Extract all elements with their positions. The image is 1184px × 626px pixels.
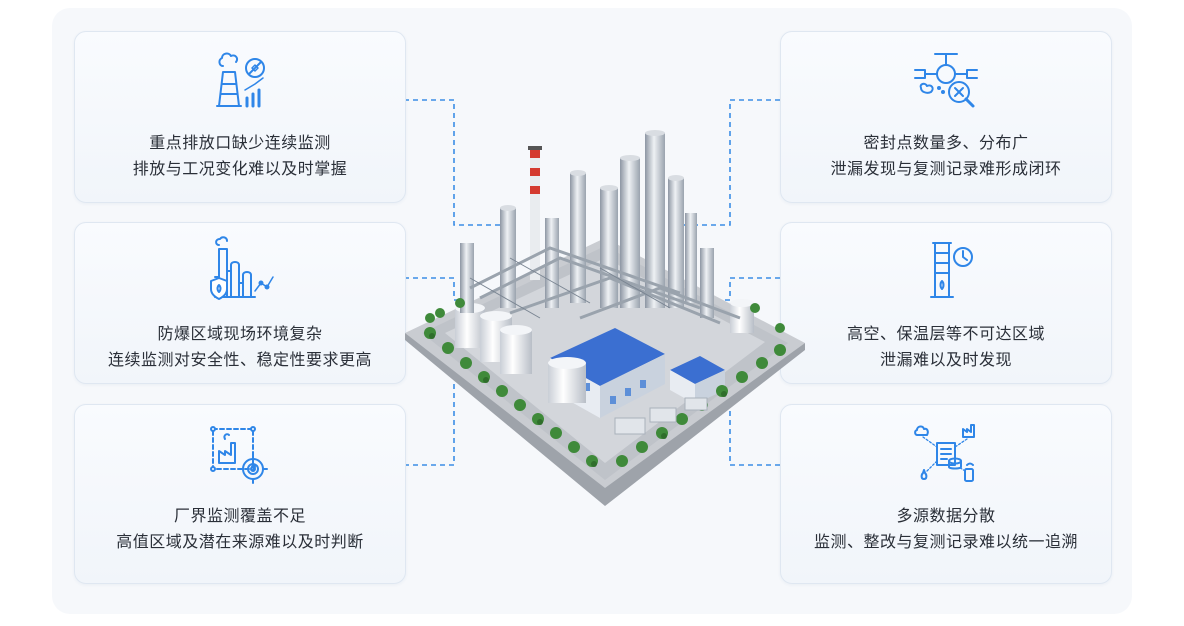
card-line-1: 防爆区域现场环境复杂 — [157, 324, 323, 343]
explosion-proof-plant-icon — [205, 235, 275, 305]
card-line-1: 重点排放口缺少连续监测 — [149, 133, 331, 152]
challenge-card-unreachable: 高空、保温层等不可达区域 泄漏难以及时发现 — [780, 222, 1112, 384]
card-line-2: 泄漏难以及时发现 — [879, 350, 1012, 369]
card-line-1: 厂界监测覆盖不足 — [173, 506, 306, 525]
challenge-card-explosion-proof: 防爆区域现场环境复杂 连续监测对安全性、稳定性要求更高 — [74, 222, 406, 384]
factory-boundary-target-icon — [205, 417, 275, 487]
chimney-emission-icon — [205, 44, 275, 114]
multi-source-data-icon — [911, 417, 981, 487]
challenge-card-emission: 重点排放口缺少连续监测 排放与工况变化难以及时掌握 — [74, 31, 406, 203]
card-line-1: 高空、保温层等不可达区域 — [846, 324, 1045, 343]
challenge-card-seal-points: 密封点数量多、分布广 泄漏发现与复测记录难形成闭环 — [780, 31, 1112, 203]
card-line-1: 密封点数量多、分布广 — [863, 133, 1029, 152]
card-line-2: 泄漏发现与复测记录难形成闭环 — [830, 159, 1062, 178]
card-line-1: 多源数据分散 — [896, 506, 996, 525]
card-line-2: 高值区域及潜在来源难以及时判断 — [116, 532, 364, 551]
tower-clock-icon — [911, 235, 981, 305]
card-line-2: 连续监测对安全性、稳定性要求更高 — [107, 350, 372, 369]
valve-leak-search-icon — [911, 44, 981, 114]
challenge-card-boundary: 厂界监测覆盖不足 高值区域及潜在来源难以及时判断 — [74, 404, 406, 584]
card-line-2: 排放与工况变化难以及时掌握 — [132, 159, 348, 178]
chemical-plant-illustration — [405, 130, 805, 506]
card-line-2: 监测、整改与复测记录难以统一追溯 — [813, 532, 1078, 551]
challenge-card-multi-source: 多源数据分散 监测、整改与复测记录难以统一追溯 — [780, 404, 1112, 584]
